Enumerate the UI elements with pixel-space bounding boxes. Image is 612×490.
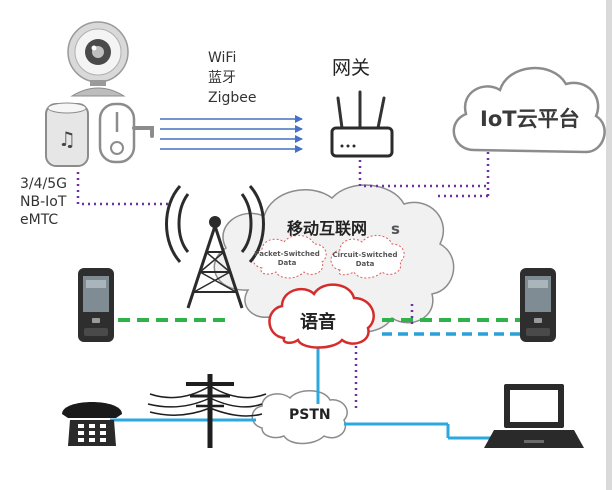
network-standard-label: eMTC bbox=[20, 212, 59, 228]
cell-tower-icon bbox=[165, 184, 265, 309]
network-standard-label: 3/4/5G bbox=[20, 176, 68, 192]
laptop-icon bbox=[484, 384, 584, 448]
circuit-switched-label: Circuit-Switched Data bbox=[332, 251, 398, 268]
router-icon bbox=[330, 90, 394, 158]
utility-pole-icon bbox=[147, 374, 267, 448]
iot-cloud-platform bbox=[452, 67, 606, 154]
mobile-phone-icon bbox=[78, 268, 114, 342]
pstn-title: PSTN bbox=[289, 407, 331, 423]
connections bbox=[110, 318, 520, 440]
cellular-dotted-link bbox=[76, 172, 168, 206]
desk-phone-icon bbox=[62, 402, 122, 446]
network-standard-label: NB-IoT bbox=[20, 194, 67, 210]
protocol-bluetooth-label: 蓝牙 bbox=[208, 70, 236, 86]
protocol-wifi-label: WiFi bbox=[208, 50, 237, 66]
mobile-phone-icon bbox=[520, 268, 556, 342]
voice-cloud bbox=[268, 283, 375, 349]
gateway-dotted-link bbox=[358, 160, 488, 188]
webcam-icon bbox=[67, 21, 129, 97]
right-border bbox=[606, 0, 612, 490]
mobile-internet-title: 移动互联网 bbox=[287, 219, 368, 238]
circuit-switched-cloud bbox=[330, 235, 405, 279]
smart-lock-icon bbox=[98, 102, 154, 164]
gateway-title: 网关 bbox=[332, 57, 371, 79]
svg-text:♫: ♫ bbox=[58, 127, 76, 151]
voice-title: 语音 bbox=[300, 312, 336, 333]
mobile-internet-suffix: s bbox=[391, 220, 400, 238]
wireless-arrows bbox=[160, 115, 303, 153]
iot-dotted-links bbox=[76, 152, 490, 412]
smart-speaker-icon: ♫ bbox=[45, 102, 89, 167]
iot-cloud-title: IoT云平台 bbox=[480, 107, 580, 131]
protocol-zigbee-label: Zigbee bbox=[208, 90, 257, 106]
packet-switched-cloud bbox=[252, 235, 327, 279]
packet-switched-label: Packet-Switched Data bbox=[254, 250, 320, 267]
pstn-cloud bbox=[251, 390, 348, 445]
